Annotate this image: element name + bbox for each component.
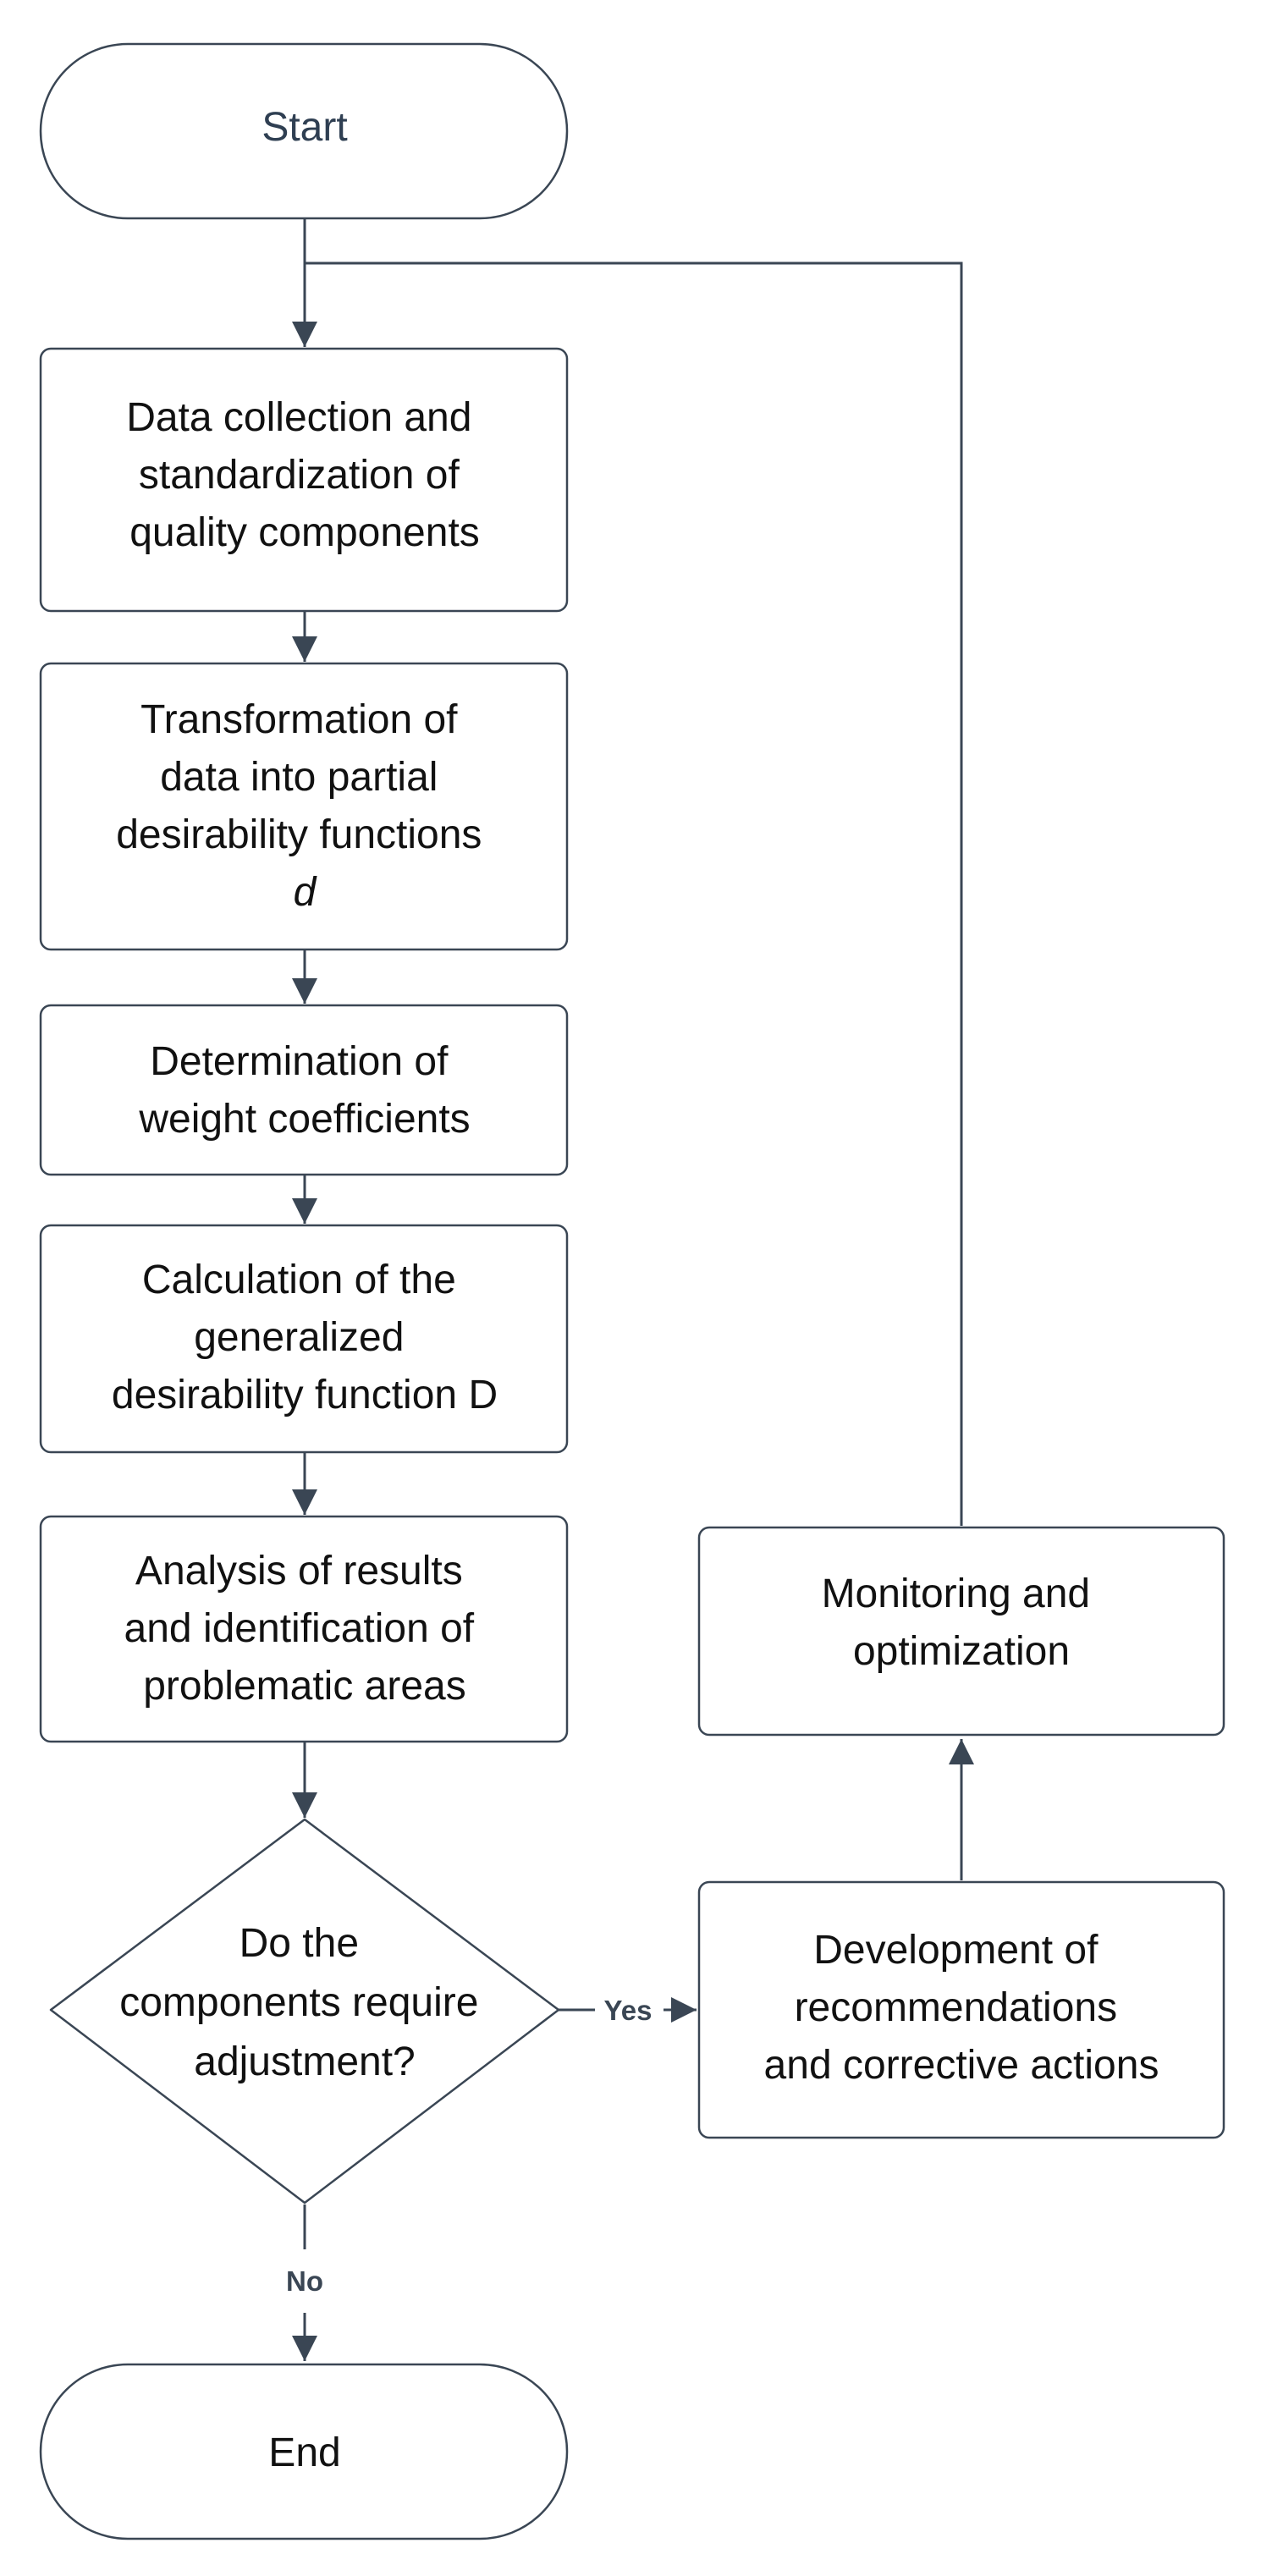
svg-text:Calculation of the gener: Calculation of the generalized desirabil… xyxy=(112,1258,498,1417)
svg-text:Data collection and stan: Data collection and standardization of q… xyxy=(126,395,483,555)
start-label: Start xyxy=(262,105,347,150)
transformation-line-2: data into partial xyxy=(160,755,438,800)
recommendations-line-3: and corrective actions xyxy=(764,2043,1159,2088)
calculation-line-3: desirability function D xyxy=(112,1373,498,1417)
yes-label: Yes xyxy=(604,1995,653,2026)
analysis-line-1: Analysis of results xyxy=(135,1549,463,1593)
process-weights: Determination of weight coefficients xyxy=(39,1004,569,1176)
decision-line-2: components require xyxy=(119,1980,478,2025)
transformation-line-4: d xyxy=(294,870,317,915)
analysis-line-2: and identification of xyxy=(124,1606,475,1651)
svg-text:Determination of weight: Determination of weight coefficients xyxy=(138,1039,470,1142)
recommendations-line-1: Development of xyxy=(813,1928,1099,1973)
end-label: End xyxy=(268,2430,340,2475)
calculation-line-2: generalized xyxy=(194,1315,404,1360)
recommendations-line-2: recommendations xyxy=(795,1985,1118,2030)
edges xyxy=(292,218,974,2361)
svg-text:Development of recommend: Development of recommendations and corre… xyxy=(764,1928,1159,2088)
weights-line-1: Determination of xyxy=(150,1039,449,1084)
calculation-line-1: Calculation of the xyxy=(142,1258,456,1302)
decision-line-3: adjustment? xyxy=(194,2039,416,2084)
transformation-line-3: desirability functions xyxy=(116,812,482,857)
process-calculation: Calculation of the generalized desirabil… xyxy=(39,1224,569,1454)
decision-adjustment: Do the components require adjustment? xyxy=(49,1818,560,2204)
analysis-line-3: problematic areas xyxy=(143,1664,466,1709)
transformation-line-1: Transformation of xyxy=(140,697,458,742)
end-terminal: End xyxy=(39,2363,569,2540)
data-collection-line-3: quality components xyxy=(129,510,480,555)
no-label: No xyxy=(286,2265,323,2297)
process-analysis: Analysis of results and identification o… xyxy=(39,1515,569,1743)
svg-text:Analysis of results and: Analysis of results and identification o… xyxy=(124,1549,486,1709)
process-recommendations: Development of recommendations and corre… xyxy=(697,1880,1225,2139)
svg-text:Do the components requir: Do the components require adjustment? xyxy=(119,1921,490,2084)
weights-line-2: weight coefficients xyxy=(138,1097,470,1142)
start-terminal: Start xyxy=(39,42,569,220)
process-data-collection: Data collection and standardization of q… xyxy=(39,347,569,613)
edge-monitoring-loop-back xyxy=(305,261,963,1526)
svg-text:Monitoring and optimizat: Monitoring and optimization xyxy=(822,1571,1102,1674)
svg-text:Transformation of data i: Transformation of data into partial desi… xyxy=(116,697,493,915)
process-monitoring: Monitoring and optimization xyxy=(697,1526,1225,1737)
monitoring-line-1: Monitoring and xyxy=(822,1571,1091,1616)
decision-line-1: Do the xyxy=(240,1921,359,1966)
data-collection-line-1: Data collection and xyxy=(126,395,471,440)
data-collection-line-2: standardization of xyxy=(139,453,460,498)
monitoring-line-2: optimization xyxy=(853,1629,1070,1674)
process-transformation: Transformation of data into partial desi… xyxy=(39,662,569,951)
